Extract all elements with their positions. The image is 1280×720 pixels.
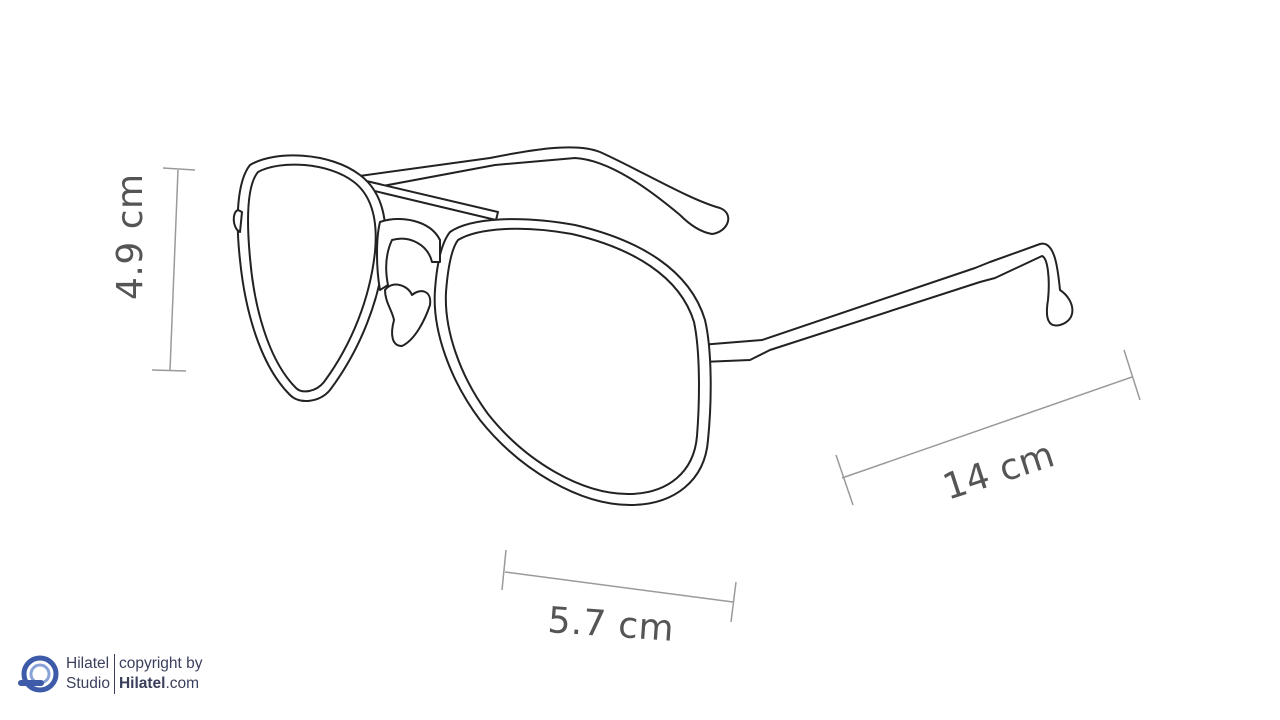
temple-length-dimension: 14 cm [835, 349, 1141, 509]
watermark-brand-bottom: Studio [66, 675, 110, 692]
lens-width-dimension: 5.7 cm [501, 549, 737, 650]
far-temple-arm [344, 146, 730, 235]
near-temple-arm [699, 242, 1074, 363]
watermark-brand-top: Hilatel [66, 655, 110, 672]
lens-width-label: 5.7 cm [546, 600, 675, 650]
watermark-site: Hilatel.com [119, 674, 203, 694]
watermark-copyright: copyright by Hilatel.com [115, 654, 203, 694]
height-label: 4.9 cm [110, 173, 151, 300]
right-lens [433, 218, 712, 506]
watermark-brand: Hilatel Studio [66, 654, 115, 694]
watermark-site-bold: Hilatel [118, 675, 166, 692]
watermark-site-suffix: .com [165, 675, 200, 692]
temple-length-label: 14 cm [938, 434, 1060, 508]
left-lens [232, 154, 387, 402]
watermark-copyright-line: copyright by [118, 655, 203, 672]
nose-bridge [376, 218, 441, 347]
hilatel-logo-icon [18, 655, 59, 693]
copyright-watermark: Hilatel Studio copyright by Hilatel.com [16, 652, 203, 696]
height-dimension: 4.9 cm [110, 167, 196, 372]
